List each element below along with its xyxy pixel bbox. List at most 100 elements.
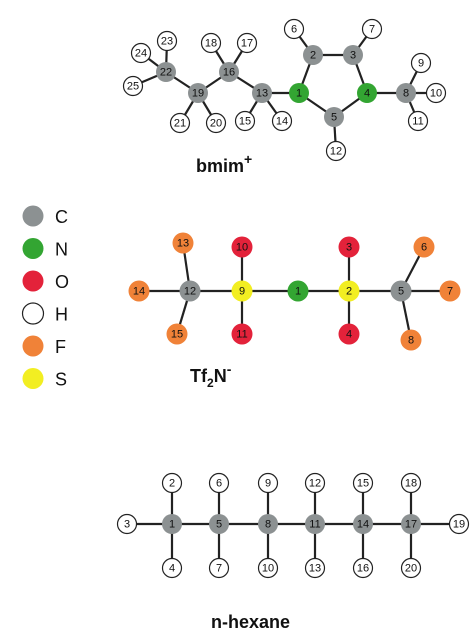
tf2n-atom-9-sulfur: 9: [231, 280, 253, 302]
bmim-atom-2-label: 2: [310, 50, 316, 62]
legend-label-hydrogen: H: [55, 305, 68, 325]
tf2n-atom-8-label: 8: [408, 335, 414, 347]
bmim-atom-13-sphere: [252, 83, 272, 103]
hexane-atom-16-label: 16: [357, 563, 369, 575]
bmim-atom-22-carbon: 22: [156, 62, 176, 82]
tf2n-atom-2-sulfur: 2: [338, 280, 360, 302]
bmim-atom-7-label: 7: [369, 24, 375, 36]
hexane-atom-12-label: 12: [309, 478, 321, 490]
bmim-atom-5-label: 5: [331, 112, 337, 124]
bmim-atom-18-sphere: [200, 32, 222, 54]
tf2n-atom-13-fluorine: 13: [172, 232, 194, 254]
bmim-atom-8-carbon: 8: [396, 83, 416, 103]
bmim-atom-10-label: 10: [430, 88, 442, 100]
bmim-atom-2-sphere: [303, 45, 323, 65]
tf2n-atom-3-label: 3: [346, 242, 352, 254]
bmim-atom-21-hydrogen: 21: [169, 112, 191, 134]
bmim-atom-3-sphere: [343, 45, 363, 65]
bmim-atom-13-carbon: 13: [252, 83, 272, 103]
tf2n-atom-11-sphere: [231, 323, 253, 345]
bmim-atom-17-hydrogen: 17: [236, 32, 258, 54]
tf2n-atom-2-sphere: [338, 280, 360, 302]
hexane-atom-9-hydrogen: 9: [257, 472, 279, 494]
bmim-atom-1-label: 1: [296, 88, 302, 100]
tf2n-atom-6-fluorine: 6: [413, 236, 435, 258]
legend-swatch-fluorine: [22, 335, 44, 357]
tf2n-atom-6-label: 6: [421, 242, 427, 254]
tf2n-atom-12-label: 12: [184, 286, 196, 298]
hexane-atom-2-label: 2: [169, 478, 175, 490]
hexane-atom-6-label: 6: [216, 478, 222, 490]
bmim-atom-25-hydrogen: 25: [122, 75, 144, 97]
hexane-atom-17-carbon: 17: [401, 514, 421, 534]
hexane-atom-7-sphere: [208, 557, 230, 579]
bmim-atom-20-sphere: [205, 112, 227, 134]
bmim-title: bmim+: [196, 151, 252, 176]
hexane-atom-19-sphere: [448, 513, 470, 535]
hexane-atom-3-hydrogen: 3: [116, 513, 138, 535]
bmim-title-main: bmim: [196, 156, 244, 176]
bmim-atom-12-sphere: [325, 140, 347, 162]
tf2n-atom-9-sphere: [231, 280, 253, 302]
tf2n-atom-15-label: 15: [171, 329, 183, 341]
legend-item-oxygen: O: [22, 270, 69, 292]
bmim-atom-9-sphere: [410, 52, 432, 74]
bmim-atom-19-sphere: [188, 83, 208, 103]
hexane-atom-12-hydrogen: 12: [304, 472, 326, 494]
bmim-atom-11-label: 11: [412, 116, 423, 128]
legend-label-fluorine: F: [55, 337, 66, 357]
tf2n-title: Tf2N-: [190, 361, 232, 390]
tf2n-atom-15-fluorine: 15: [166, 323, 188, 345]
hexane-atom-1-sphere: [162, 514, 182, 534]
bmim-atom-14-hydrogen: 14: [271, 110, 293, 132]
bmim-atom-19-label: 19: [192, 88, 204, 100]
hexane-atom-19-label: 19: [453, 519, 465, 531]
tf2n-atom-4-oxygen: 4: [338, 323, 360, 345]
hexane-atom-6-sphere: [208, 472, 230, 494]
tf2n-atom-8-sphere: [400, 329, 422, 351]
tf2n-atom-14-label: 14: [133, 286, 145, 298]
tf2n-atom-14-sphere: [128, 280, 150, 302]
legend-item-hydrogen: H: [21, 302, 68, 325]
hexane-atom-10-hydrogen: 10: [257, 557, 279, 579]
hexane-atom-18-hydrogen: 18: [400, 472, 422, 494]
bmim-atom-11-sphere: [407, 110, 429, 132]
tf2n-atom-3-oxygen: 3: [338, 236, 360, 258]
legend-item-fluorine: F: [22, 335, 66, 357]
bmim-atom-8-sphere: [396, 83, 416, 103]
bmim-atom-24-label: 24: [135, 48, 147, 60]
bmim-atom-13-label: 13: [256, 88, 268, 100]
tf2n-atom-1-sphere: [287, 280, 309, 302]
hexane-atom-5-carbon: 5: [209, 514, 229, 534]
bmim-atom-16-label: 16: [223, 67, 235, 79]
hexane-atom-4-sphere: [161, 557, 183, 579]
bmim-atom-10-sphere: [425, 82, 447, 104]
tf2n-atom-13-sphere: [172, 232, 194, 254]
bmim-atom-5-carbon: 5: [324, 107, 344, 127]
tf2n-atom-7-sphere: [439, 280, 461, 302]
hexane-atom-2-hydrogen: 2: [161, 472, 183, 494]
hexane-atom-20-label: 20: [405, 563, 417, 575]
tf2n-atom-2-label: 2: [346, 286, 352, 298]
legend-item-nitrogen: N: [22, 238, 68, 260]
bmim-atom-15-sphere: [234, 110, 256, 132]
bmim-atom-24-sphere: [130, 42, 152, 64]
legend-label-oxygen: O: [55, 272, 69, 292]
bmim-atom-16-sphere: [219, 62, 239, 82]
hexane-atom-15-sphere: [352, 472, 374, 494]
legend-swatch-sulfur: [22, 368, 44, 389]
tf2n-atom-7-fluorine: 7: [439, 280, 461, 302]
bmim-atom-7-sphere: [361, 18, 383, 40]
bmim-atom-3-label: 3: [350, 50, 356, 62]
legend-swatch-nitrogen: [22, 238, 44, 259]
bmim-atom-20-label: 20: [210, 118, 222, 130]
bmim-atom-4-sphere: [357, 83, 377, 103]
bmim-atom-23-label: 23: [161, 36, 173, 48]
legend-label-carbon: C: [55, 207, 68, 227]
hexane-atom-1-carbon: 1: [162, 514, 182, 534]
tf2n-atom-9-label: 9: [239, 286, 245, 298]
hexane-atom-13-hydrogen: 13: [304, 557, 326, 579]
